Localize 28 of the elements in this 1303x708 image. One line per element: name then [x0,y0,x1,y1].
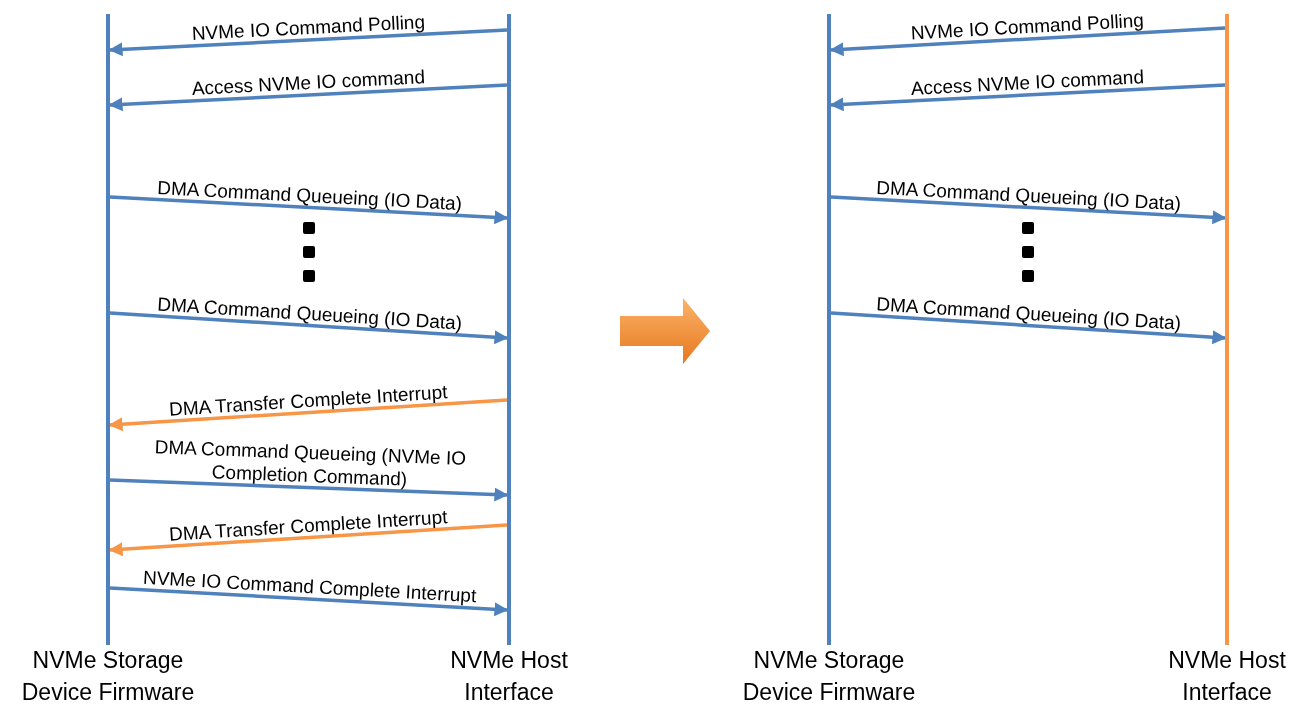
message-label: DMA Command Queueing (IO Data) [875,291,1182,335]
participant-label: NVMe Host Interface [1167,646,1287,707]
message-label: DMA Transfer Complete Interrupt [167,379,448,421]
message-label: NVMe IO Command Polling [910,8,1145,45]
message-arrow [109,478,509,502]
participant-label: NVMe Storage Device Firmware [741,646,917,707]
message-arrow [108,523,508,557]
message-arrow [109,586,509,617]
message-label: NVMe IO Command Polling [190,10,425,45]
message-arrow [830,195,1227,225]
message-label: DMA Command Queueing (IO Data) [156,175,463,215]
message-label: DMA Transfer Complete Interrupt [167,504,448,546]
message-arrow [829,83,1226,112]
message-arrow [108,398,508,432]
message-label: DMA Command Queueing (IO Data) [156,291,463,335]
message-arrow [109,195,509,225]
message-label: Access NVMe IO command [910,65,1145,100]
message-label: DMA Command Queueing (IO Data) [875,175,1182,215]
message-label: Access NVMe IO command [190,65,425,100]
message-arrow [109,311,509,345]
message-arrow [829,26,1226,57]
message-arrow [108,28,508,57]
participant-label: NVMe Storage Device Firmware [20,646,196,707]
participant-label: NVMe Host Interface [449,646,569,707]
message-label: NVMe IO Command Complete Interrupt [141,565,477,608]
message-arrow [108,83,508,112]
message-arrow [830,311,1227,345]
message-label: DMA Command Queueing (NVMe IO Completion Command) [152,434,467,492]
